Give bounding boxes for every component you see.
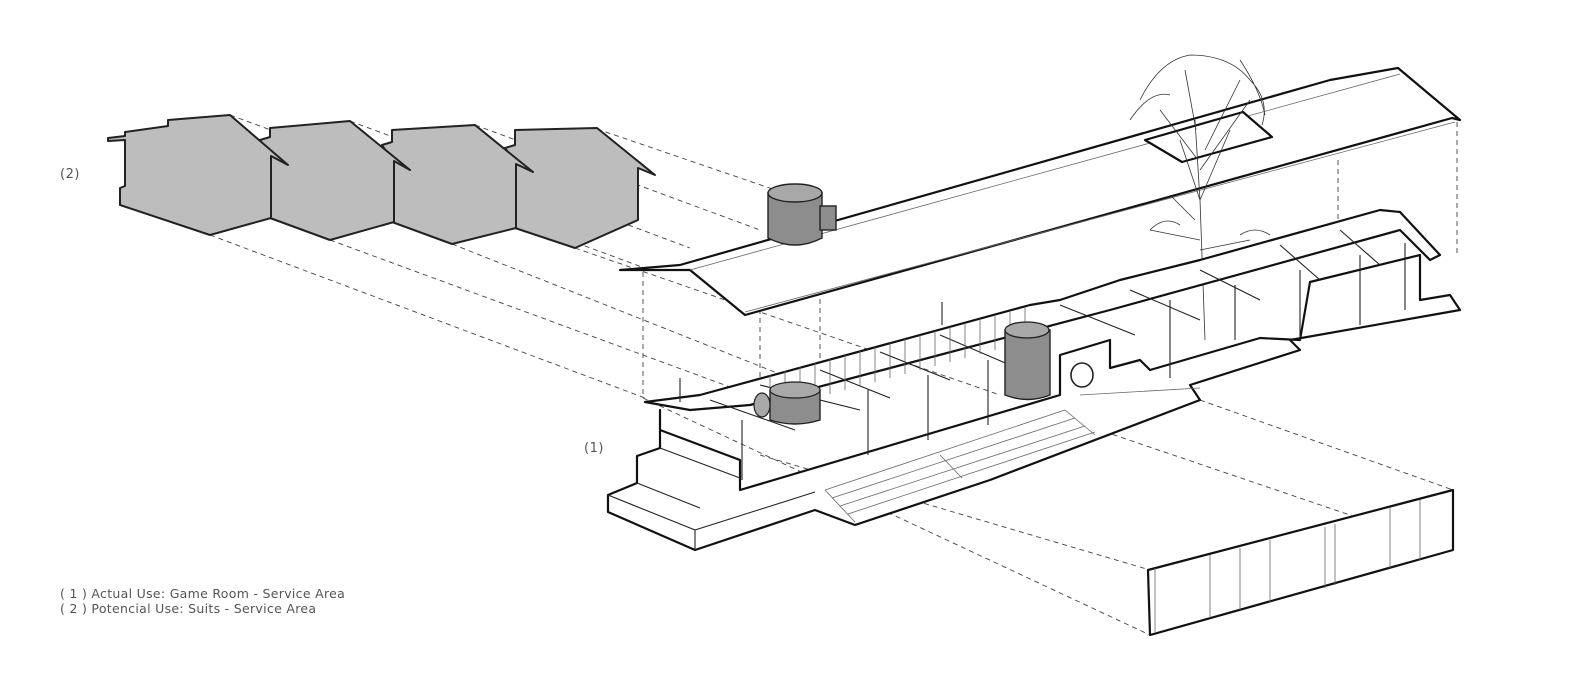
glazed-wall-panel bbox=[1146, 488, 1455, 637]
tree bbox=[1129, 54, 1271, 341]
house-volume-3 bbox=[381, 124, 534, 245]
house-volume-4 bbox=[504, 127, 656, 249]
callout-game-room: (1) bbox=[584, 441, 604, 456]
suits-volumes bbox=[107, 114, 656, 249]
columns bbox=[679, 243, 1406, 480]
house-volume-2 bbox=[259, 120, 411, 241]
legend-item-2: ( 2 ) Potencial Use: Suits - Service Are… bbox=[60, 601, 317, 616]
steps bbox=[824, 387, 1201, 523]
water-tanks bbox=[753, 321, 1094, 425]
callout-suits: (2) bbox=[60, 167, 80, 182]
house-volume-1 bbox=[107, 114, 289, 236]
roof-skylight bbox=[1143, 110, 1274, 164]
roof bbox=[618, 66, 1462, 317]
game-room-building bbox=[606, 208, 1462, 552]
front-canopy bbox=[643, 208, 1442, 412]
legend: ( 1 ) Actual Use: Game Room - Service Ar… bbox=[60, 586, 345, 616]
legend-item-1: ( 1 ) Actual Use: Game Room - Service Ar… bbox=[60, 586, 346, 601]
chimney bbox=[767, 183, 837, 246]
building-base bbox=[606, 253, 1462, 552]
